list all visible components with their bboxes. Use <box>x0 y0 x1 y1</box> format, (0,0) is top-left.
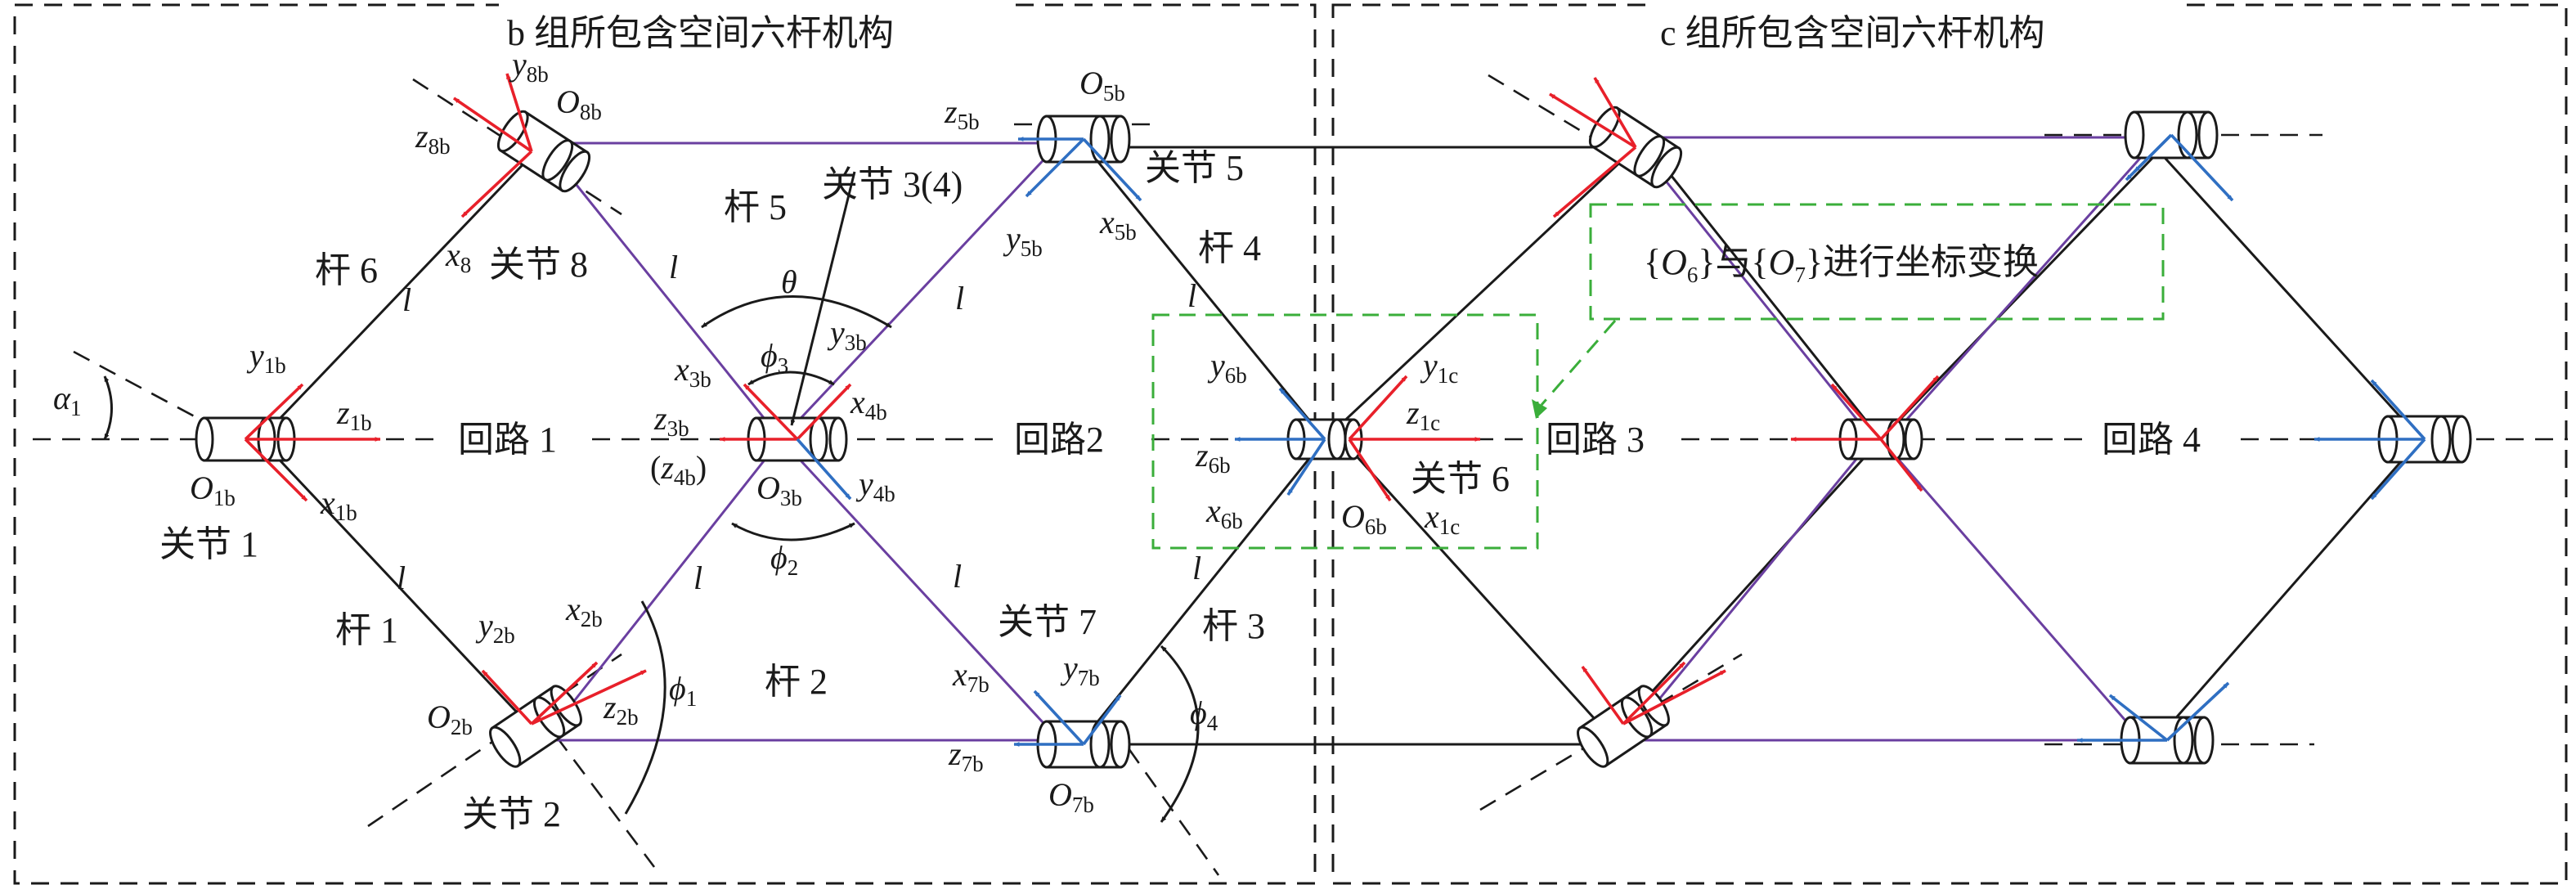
joint34-label: 关节 3(4) <box>822 164 963 204</box>
c-joint-bottom-left <box>1577 685 1670 768</box>
rod2-label: 杆 2 <box>765 662 828 702</box>
origin-o1b-label: O1b <box>190 469 236 510</box>
origin-o7b-label: O7b <box>1048 776 1094 817</box>
loop3-label: 回路 3 <box>1546 420 1645 460</box>
phi3-label: ϕ3 <box>761 337 788 378</box>
joint8-label: 关节 8 <box>489 245 588 285</box>
theta-arc <box>701 295 892 329</box>
length-l-rod6: l <box>402 281 411 318</box>
axis-x4b-label: x4b <box>850 384 887 425</box>
axis-y1b-label: y1b <box>246 337 286 378</box>
loop4-label-bg <box>2085 413 2233 462</box>
axis-x6b-label: x6b <box>1205 492 1243 533</box>
loop2-label-bg <box>994 413 1141 462</box>
rod3-label: 杆 3 <box>1202 606 1265 646</box>
callout-arrowhead <box>1532 399 1547 419</box>
phi4-label: ϕ4 <box>1190 694 1218 735</box>
angle-arcs <box>103 171 1200 823</box>
joint5-label: 关节 5 <box>1145 148 1244 188</box>
loop2-label: 回路2 <box>1014 420 1104 460</box>
origin-o3b-label: O3b <box>756 469 802 510</box>
black-links <box>258 138 2422 746</box>
axis-y8b-label: y8b <box>509 46 549 87</box>
axis-y4b-label: y4b <box>855 465 895 506</box>
joint6-highlight-box <box>1151 313 1539 550</box>
length-l-rod2: l <box>693 559 702 596</box>
axis-z7b-label: z7b <box>948 735 984 776</box>
axis-z2b-label: z2b <box>603 689 639 730</box>
joint6-label: 关节 6 <box>1411 459 1510 499</box>
axis-x7b-label: x7b <box>952 656 990 697</box>
origin-o8b-label: O8b <box>556 83 602 124</box>
loop3-label-bg <box>1529 413 1676 462</box>
transform-callout-box <box>1589 203 2165 321</box>
axis-x1c-label: x1c <box>1424 498 1460 539</box>
axis-y1c-label: y1c <box>1420 347 1458 388</box>
phi2-arc <box>731 522 855 541</box>
axis-y6b-label: y6b <box>1207 347 1247 388</box>
phi3-arc <box>747 371 835 386</box>
axis-x3b-label: x3b <box>674 351 711 392</box>
origin-o5b-label: O5b <box>1079 65 1125 106</box>
blue-axis-arrows <box>796 133 2426 747</box>
joint8-cylinder <box>496 110 591 193</box>
joint2-phi1-line <box>554 735 656 868</box>
axis-x2b-label: x2b <box>565 591 603 631</box>
axis-y7b-label: y7b <box>1060 649 1100 690</box>
length-l-rod4: l <box>1187 277 1196 314</box>
length-l-lower-mid: l <box>953 558 962 595</box>
phi4-arc <box>1160 645 1200 823</box>
alpha1-arc <box>103 375 113 440</box>
phi2-label: ϕ2 <box>770 539 798 580</box>
transform-callout-text: {O6}与{O7}进行坐标变换 <box>1644 242 2039 287</box>
axis-z8b-label: z8b <box>415 118 451 159</box>
loop1-label: 回路 1 <box>458 420 557 460</box>
joint1-label: 关节 1 <box>159 524 258 564</box>
length-l-rod3: l <box>1192 550 1201 586</box>
length-l-upper-mid: l <box>955 280 964 317</box>
axis-z3b-label: z3b <box>653 400 689 441</box>
axis-y5b-label: y5b <box>1003 220 1043 261</box>
group-b-title: b 组所包含空间六杆机构 <box>507 13 894 53</box>
phi1-arc <box>624 600 666 815</box>
red-axis-arrows <box>244 73 1940 726</box>
axis-x8-label: x8 <box>445 236 471 277</box>
axis-x1b-label: x1b <box>320 484 357 525</box>
alpha1-label: α1 <box>53 380 82 420</box>
axis-x5b-label: x5b <box>1099 204 1137 245</box>
axis-z1c-label: z1c <box>1406 394 1440 435</box>
axis-z1b-label: z1b <box>336 394 372 435</box>
axis-y2b-label: y2b <box>475 607 515 648</box>
joint7-phi4-line <box>1127 748 1220 876</box>
c-joint-top-right <box>2124 110 2219 159</box>
length-l-rod1: l <box>397 559 406 596</box>
group-b-title-bg <box>499 0 1014 57</box>
joint7-label: 关节 7 <box>998 602 1097 642</box>
axis-z4b-label: (z4b) <box>650 449 707 490</box>
phi1-label: ϕ1 <box>669 670 697 711</box>
group-c-title-bg <box>1652 0 2175 57</box>
loop1-label-bg <box>433 413 589 462</box>
axis-y3b-label: y3b <box>827 314 867 355</box>
joint2-label: 关节 2 <box>462 794 561 834</box>
joint34-pointer <box>790 171 856 426</box>
joint2-cylinder <box>489 685 582 768</box>
origin-o2b-label: O2b <box>427 699 473 739</box>
rod5-label: 杆 5 <box>724 187 787 227</box>
rod4-label: 杆 4 <box>1198 228 1261 268</box>
loop4-label: 回路 4 <box>2102 420 2201 460</box>
theta-label: θ <box>781 263 797 300</box>
rod6-label: 杆 6 <box>315 250 378 290</box>
callout-leader <box>1540 320 1617 406</box>
axis-z6b-label: z6b <box>1195 437 1231 478</box>
length-l-rod5: l <box>669 249 678 285</box>
axis-z5b-label: z5b <box>944 93 980 134</box>
group-c-title: c 组所包含空间六杆机构 <box>1660 13 2045 53</box>
purple-links <box>554 136 2144 746</box>
rod1-label: 杆 1 <box>335 610 398 650</box>
origin-o6b-label: O6b <box>1341 498 1387 539</box>
